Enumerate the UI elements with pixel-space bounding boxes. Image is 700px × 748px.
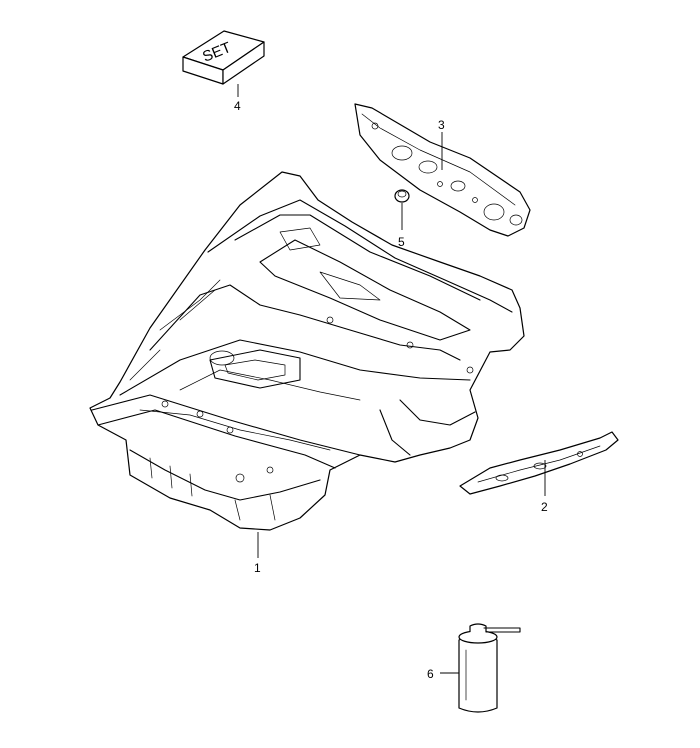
callout-4: 4 [234,99,241,113]
part-2-side-member[interactable] [459,431,619,495]
part-3-cross-member[interactable] [354,103,531,237]
callout-6: 6 [427,667,434,681]
callout-2: 2 [541,500,548,514]
callout-3: 3 [438,118,445,132]
part-1-front-body-structure[interactable] [89,171,525,531]
set-box[interactable]: SET [182,30,265,85]
part-5-grommet[interactable] [394,189,410,203]
callout-1: 1 [254,561,261,575]
callout-5: 5 [398,235,405,249]
part-6-aerosol-can[interactable] [458,623,521,713]
